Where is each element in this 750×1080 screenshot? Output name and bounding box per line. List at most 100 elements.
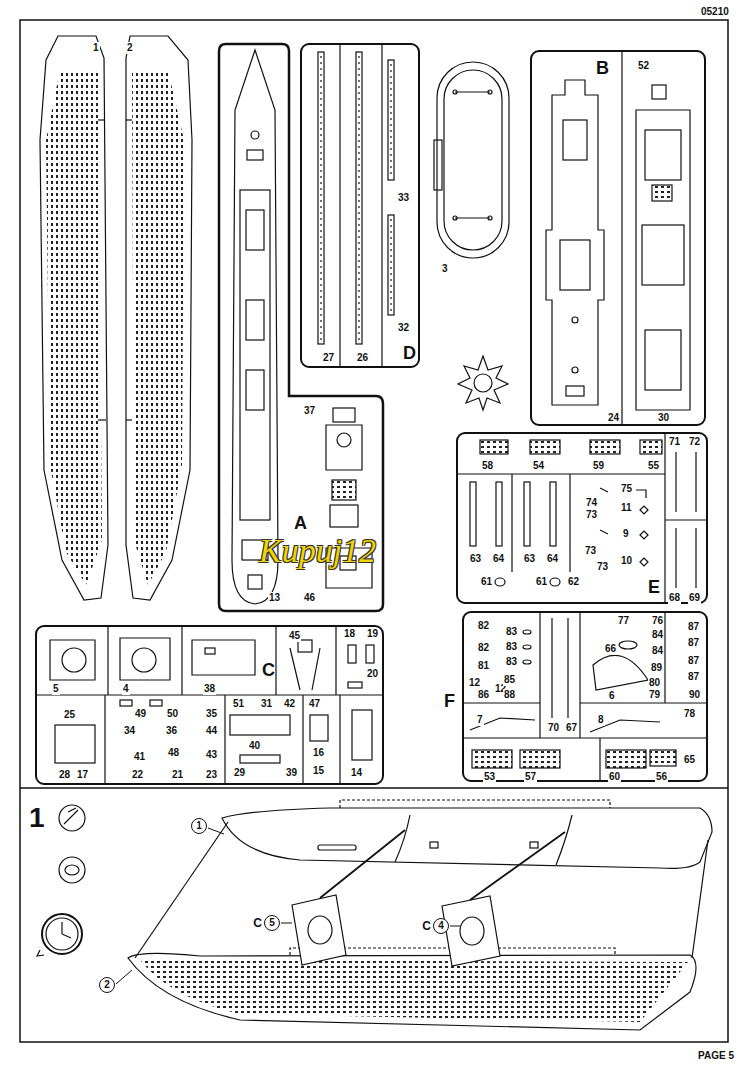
part-number: 84 (651, 645, 664, 657)
part-number: 54 (532, 460, 545, 472)
part-number: 59 (592, 460, 605, 472)
part-number: 48 (167, 747, 180, 759)
part-number: 83 (505, 641, 518, 653)
part-number: 87 (687, 655, 700, 667)
watermark: Kupuj12 (258, 532, 377, 570)
part-number: 14 (350, 767, 363, 779)
part-number: 26 (356, 352, 369, 364)
part-number: 69 (688, 592, 701, 604)
part-number: 29 (233, 767, 246, 779)
part-number: 83 (505, 656, 518, 668)
part-number: 68 (668, 592, 681, 604)
part-number: 9 (622, 528, 630, 540)
part-number: 73 (585, 509, 598, 521)
part-number: 66 (604, 643, 617, 655)
part-number: 2 (126, 42, 134, 54)
part-number: 18 (343, 628, 356, 640)
part-number: 16 (312, 747, 325, 759)
part-number: 51 (232, 698, 245, 710)
part-number: 56 (655, 771, 668, 783)
page-marking: PAGE 5 (697, 1050, 735, 1062)
part-number: 10 (620, 555, 633, 567)
sprue-frame: E (456, 432, 708, 604)
part-number: 78 (683, 708, 696, 720)
part-number: 65 (683, 754, 696, 766)
part-number: 74 (585, 497, 598, 509)
part-number: 23 (205, 769, 218, 781)
part-number: 42 (283, 698, 296, 710)
part-number: 83 (505, 626, 518, 638)
part-number: 47 (308, 698, 321, 710)
part-number: 6 (608, 690, 616, 702)
part-number: 63 (469, 553, 482, 565)
part-number: 71 (668, 436, 681, 448)
part-number: 40 (248, 740, 261, 752)
part-number: 27 (322, 352, 335, 364)
part-number: 24 (607, 412, 620, 424)
part-number: 62 (567, 576, 580, 588)
part-number: 33 (397, 192, 410, 204)
part-number: 82 (477, 642, 490, 654)
sprue-frame: B (530, 50, 706, 426)
part-number: 37 (303, 405, 316, 417)
part-number: 41 (133, 751, 146, 763)
part-number: 86 (477, 689, 490, 701)
part-number: 73 (584, 545, 597, 557)
part-number: 76 (651, 615, 664, 627)
part-number: 87 (687, 637, 700, 649)
part-number: 22 (131, 769, 144, 781)
sprue-letter: C (262, 660, 275, 680)
part-number: 58 (481, 460, 494, 472)
callout-circle: C4 (433, 918, 449, 934)
sprue-letter: C (253, 916, 262, 930)
sprue-letter: D (403, 343, 416, 363)
sprue-letter: E (648, 577, 660, 597)
part-number: 7 (476, 714, 484, 726)
sprue-letter: A (294, 513, 307, 533)
part-number: 15 (312, 765, 325, 777)
part-number: 8 (597, 714, 605, 726)
part-number: 4 (122, 683, 130, 695)
part-number: 82 (477, 620, 490, 632)
part-number: 13 (268, 592, 281, 604)
part-number: 50 (166, 708, 179, 720)
callout-number: 5 (265, 916, 279, 930)
part-number: 46 (303, 592, 316, 604)
part-number: 3 (441, 263, 449, 275)
sprue-letter: B (596, 58, 609, 78)
part-number: 64 (546, 553, 559, 565)
part-number: 21 (171, 769, 184, 781)
part-number: 70 (547, 722, 560, 734)
part-number: 64 (492, 553, 505, 565)
callout-circle: 1 (191, 818, 207, 834)
part-number: 77 (617, 615, 630, 627)
part-number: 25 (63, 709, 76, 721)
part-number: 34 (123, 725, 136, 737)
part-number: 72 (688, 436, 701, 448)
part-number: 85 (503, 674, 516, 686)
part-number: 61 (535, 576, 548, 588)
step-number: 1 (28, 803, 46, 833)
sprue-frame: C (35, 625, 384, 785)
part-number: 79 (648, 689, 661, 701)
part-number: 30 (657, 412, 670, 424)
part-number: 52 (637, 60, 650, 72)
part-number: 43 (205, 749, 218, 761)
part-number: 38 (203, 683, 216, 695)
part-number: 80 (648, 677, 661, 689)
part-number: 44 (205, 725, 218, 737)
part-number: 53 (483, 771, 496, 783)
part-number: 67 (565, 722, 578, 734)
part-number: 84 (651, 629, 664, 641)
part-number: 35 (205, 708, 218, 720)
part-number: 28 (58, 769, 71, 781)
part-number: 87 (687, 671, 700, 683)
part-number: 55 (647, 460, 660, 472)
part-number: 89 (650, 662, 663, 674)
sprue-frame: F (462, 611, 708, 782)
part-number: 11 (620, 502, 633, 514)
sprue-frame: D (300, 43, 420, 368)
part-number: 17 (76, 769, 89, 781)
part-number: 60 (608, 771, 621, 783)
